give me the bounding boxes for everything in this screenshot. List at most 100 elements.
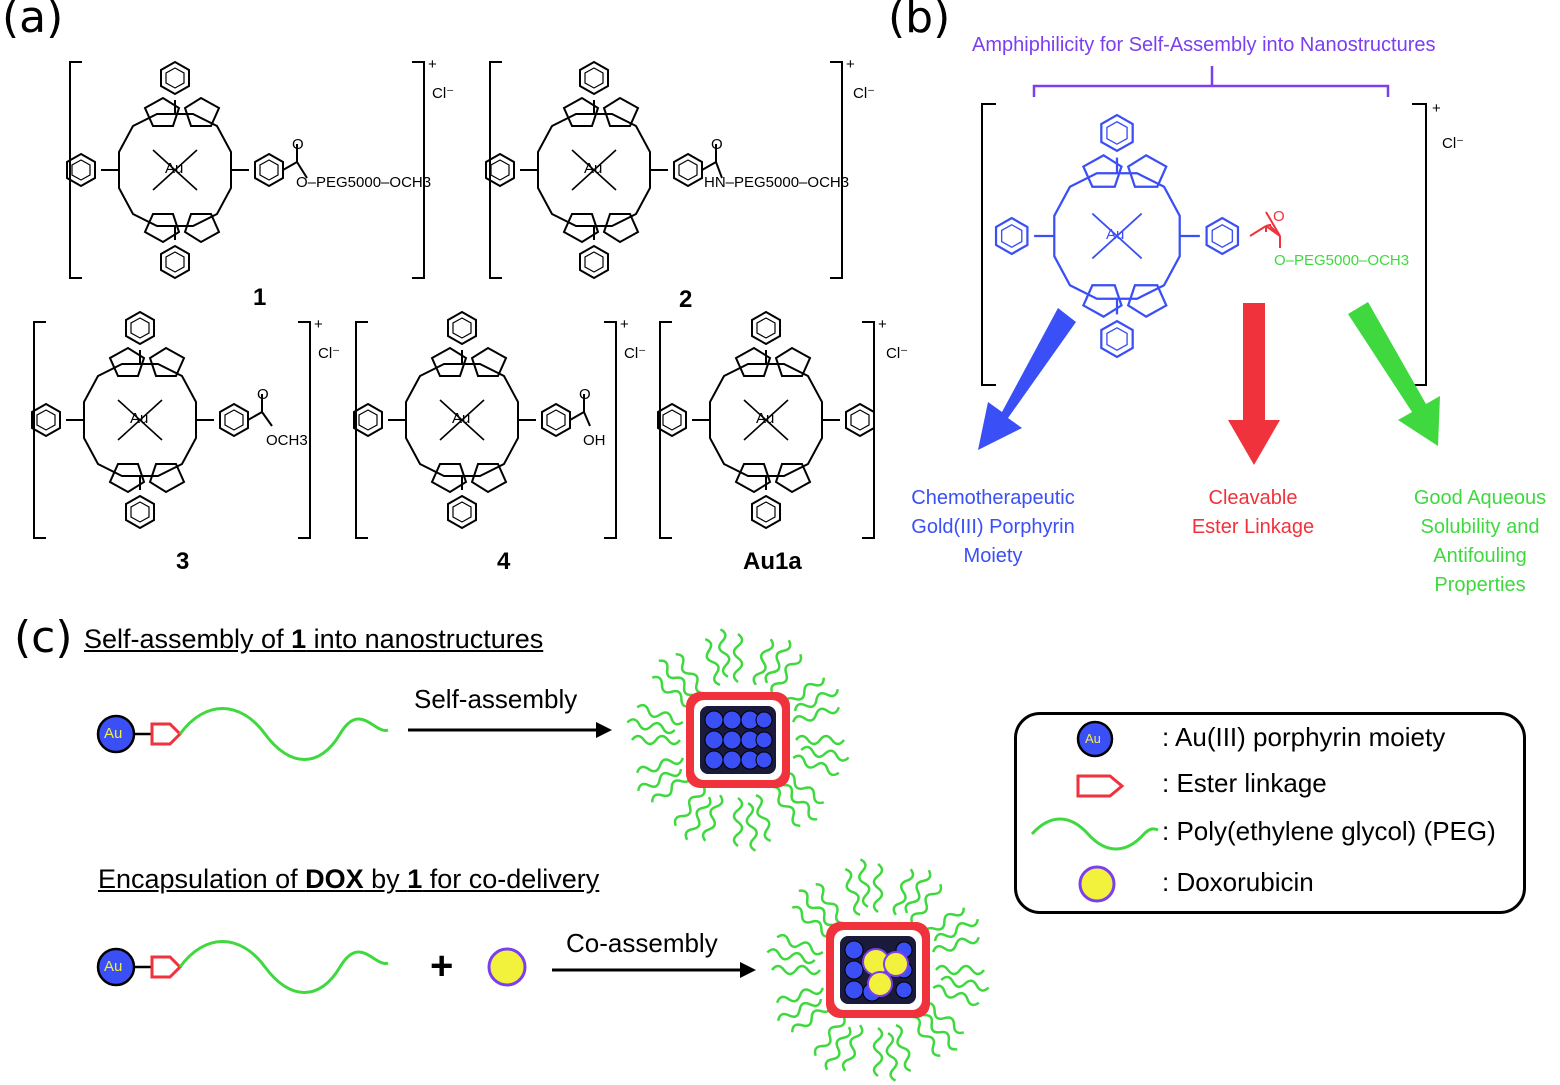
legend-au-label: Au [1085,731,1101,746]
compound-1-brackets [69,61,425,279]
self-assembly-title: Self-assembly of 1 into nanostructures [84,624,543,655]
blue-label: Chemotherapeutic Gold(III) Porphyrin Moi… [900,484,1086,571]
compound-3-charge: + [314,316,323,333]
compound-1-substituent: O–PEG5000–OCH3 [296,174,432,191]
compound-4-charge: + [620,316,629,333]
compound-2-charge: + [846,56,855,73]
panel-c-label: (c) [14,612,73,663]
compound-3-label: 3 [176,548,190,575]
nanostructure-1 [625,627,851,853]
panel-b [978,66,1440,465]
compound-au1a-charge: + [878,316,887,333]
self-assembly-arrow-label: Self-assembly [414,684,578,714]
panel-b-peg: O–PEG5000–OCH3 [1274,252,1410,269]
self-assembly-title-post: into nanostructures [306,624,544,654]
compound-1-counterion: Cl⁻ [432,85,455,102]
compound-au1a-label: Au1a [743,548,802,575]
compound-3-brackets [33,321,311,539]
compound-1-charge: + [428,56,437,73]
amphiphile-2 [96,940,389,994]
encapsulation-title-mid: by [363,864,408,894]
amphiphilicity-brace [1032,66,1390,97]
compound-4-label: 4 [497,548,511,575]
green-label-line-3: Antifouling [1433,545,1527,567]
compound-4-metal: Au [452,410,471,427]
compound-2-substituent: HN–PEG5000–OCH3 [704,174,850,191]
compound-au1a-counterion: Cl⁻ [886,345,909,362]
peg-wave-icon [178,940,389,994]
self-assembly-title-bold: 1 [291,624,307,654]
compound-1-metal: Au [165,160,184,177]
plus-sign: + [430,944,454,988]
au-label-2: Au [104,958,123,975]
compound-3-carbonyl-o: O [257,386,269,403]
compound-4-substituent: OH [583,432,606,449]
green-label-line-2: Solubility and [1420,516,1540,538]
co-assembly-arrow-label: Co-assembly [566,928,718,958]
blue-label-line-1: Chemotherapeutic [911,487,1075,509]
compound-2-counterion: Cl⁻ [853,85,876,102]
red-arrow [1228,303,1280,465]
panel-a [31,61,875,539]
encapsulation-title-dox: DOX [305,864,364,894]
amphiphilicity-heading: Amphiphilicity for Self-Assembly into Na… [972,34,1436,56]
panel-b-brackets [981,103,1427,386]
compound-4-carbonyl-o: O [579,386,591,403]
green-label: Good Aqueous Solubility and Antifouling … [1404,484,1556,600]
ester-linkage-icon [150,955,183,979]
au-label-1: Au [104,725,123,742]
encapsulation-title-bold: 1 [407,864,423,894]
panel-a-label: (a) [2,0,64,43]
compound-1-structure [66,61,308,279]
nanostructure-2 [767,859,989,1081]
red-label-line-1: Cleavable [1208,487,1298,509]
blue-label-line-2: Gold(III) Porphyrin [911,516,1075,538]
legend-item-dox: : Doxorubicin [1162,867,1314,897]
compound-3-counterion: Cl⁻ [318,345,341,362]
legend-item-au: : Au(III) porphyrin moiety [1162,722,1446,752]
compound-4-brackets [355,321,617,539]
compound-3-structure [31,311,273,529]
ester-linkage-icon [150,722,183,746]
compound-1-label: 1 [253,284,267,311]
peg-wave-icon [178,707,389,761]
legend-item-peg: : Poly(ethylene glycol) (PEG) [1162,816,1496,846]
legend-box [1014,712,1526,914]
panel-b-metal: Au [1106,226,1125,243]
ester-linkage-structure [1249,211,1281,248]
blue-label-line-3: Moiety [963,545,1023,567]
legend-peg-wave-icon [1030,817,1159,851]
legend-doxorubicin-icon [1078,865,1116,903]
green-label-line-4: Properties [1434,574,1526,596]
encapsulation-title-pre: Encapsulation of [98,864,306,894]
amphiphile-1 [96,707,389,761]
legend-ester-linkage-icon [1076,774,1125,798]
compound-1-carbonyl-o: O [292,136,304,153]
panel-b-counterion: Cl⁻ [1442,135,1465,152]
compound-2-carbonyl-o: O [711,136,723,153]
legend-au-sphere-icon [1076,720,1114,758]
panel-b-carbonyl-o: O [1273,208,1285,225]
red-label-line-2: Ester Linkage [1191,516,1315,538]
red-label: Cleavable Ester Linkage [1180,484,1326,542]
doxorubicin-icon [487,947,527,987]
compound-2-brackets [489,61,843,279]
compound-2-label: 2 [679,286,693,313]
compound-3-substituent: OCH3 [266,432,308,449]
green-arrow [1348,302,1440,446]
compound-3-metal: Au [130,410,149,427]
blue-arrow [978,308,1076,450]
panel-c [96,627,1159,1081]
compound-4-counterion: Cl⁻ [624,345,647,362]
compound-au1a-brackets [659,321,875,539]
self-assembly-title-pre: Self-assembly of [84,624,292,654]
green-label-line-1: Good Aqueous [1413,487,1547,509]
au-sphere-icon [96,714,136,754]
co-assembly-arrowhead [740,962,756,978]
compound-2-metal: Au [584,160,603,177]
compound-2-structure [485,61,723,279]
encapsulation-title-post: for co-delivery [422,864,600,894]
au-sphere-icon [96,947,136,987]
panel-b-label: (b) [888,0,951,43]
